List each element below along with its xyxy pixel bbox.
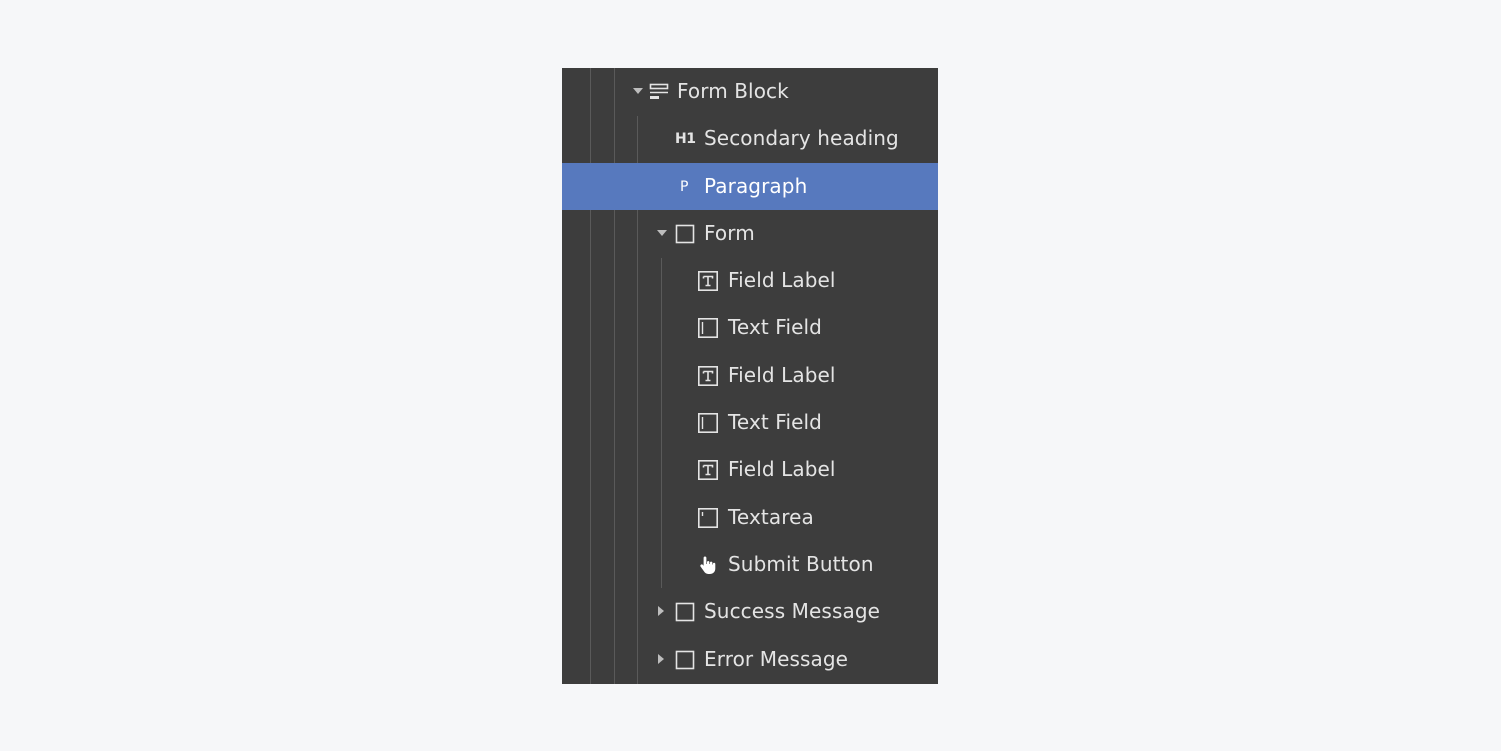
navigator-item-text-field[interactable]: Text Field	[562, 399, 938, 446]
box-icon	[674, 649, 696, 671]
box-icon	[674, 223, 696, 245]
tree-guide-line	[661, 258, 662, 588]
tree-guide-line	[637, 116, 638, 684]
paragraph-icon: P	[680, 176, 702, 198]
field-label-icon	[697, 365, 719, 387]
text-field-icon	[697, 412, 719, 434]
navigator-item-label: Text Field	[728, 315, 822, 339]
navigator-item-label: Submit Button	[728, 552, 874, 576]
caret-down-icon[interactable]	[632, 68, 644, 115]
navigator-item-field-label[interactable]: Field Label	[562, 446, 938, 493]
caret-down-icon[interactable]	[656, 210, 668, 257]
navigator-item-submit-button[interactable]: Submit Button	[562, 541, 938, 588]
navigator-item-label: Form	[704, 221, 755, 245]
box-icon	[674, 601, 696, 623]
navigator-item-label: Field Label	[728, 268, 836, 292]
form-block-icon	[648, 81, 670, 103]
navigator-item-text-field[interactable]: Text Field	[562, 304, 938, 351]
navigator-item-form-block[interactable]: Form Block	[562, 68, 938, 115]
navigator-item-field-label[interactable]: Field Label	[562, 257, 938, 304]
navigator-item-label: Text Field	[728, 410, 822, 434]
navigator-item-label: Field Label	[728, 457, 836, 481]
navigator-item-label: Paragraph	[704, 174, 808, 198]
hand-pointer-icon	[697, 554, 719, 576]
navigator-item-error-message[interactable]: Error Message	[562, 636, 938, 683]
field-label-icon	[697, 459, 719, 481]
navigator-item-textarea[interactable]: Textarea	[562, 494, 938, 541]
field-label-icon	[697, 270, 719, 292]
caret-right-icon[interactable]	[656, 636, 668, 683]
tree-guide-line	[614, 68, 615, 684]
text-field-icon	[697, 317, 719, 339]
navigator-item-label: Success Message	[704, 599, 881, 623]
heading-icon: H1	[675, 128, 697, 150]
navigator-panel: Form Block H1 Secondary heading P Paragr…	[562, 68, 938, 684]
navigator-item-success-message[interactable]: Success Message	[562, 588, 938, 635]
navigator-item-paragraph[interactable]: P Paragraph	[562, 163, 938, 210]
navigator-item-label: Field Label	[728, 363, 836, 387]
heading-glyph: H1	[675, 131, 696, 147]
tree-guide-line	[590, 68, 591, 684]
navigator-item-label: Error Message	[704, 647, 849, 671]
paragraph-glyph: P	[680, 179, 689, 195]
navigator-item-label: Textarea	[728, 505, 814, 529]
navigator-item-form[interactable]: Form	[562, 210, 938, 257]
navigator-item-field-label[interactable]: Field Label	[562, 352, 938, 399]
textarea-icon	[697, 507, 719, 529]
navigator-item-label: Form Block	[677, 79, 789, 103]
caret-right-icon[interactable]	[656, 588, 668, 635]
navigator-item-secondary-heading[interactable]: H1 Secondary heading	[562, 115, 938, 162]
navigator-item-label: Secondary heading	[704, 126, 899, 150]
